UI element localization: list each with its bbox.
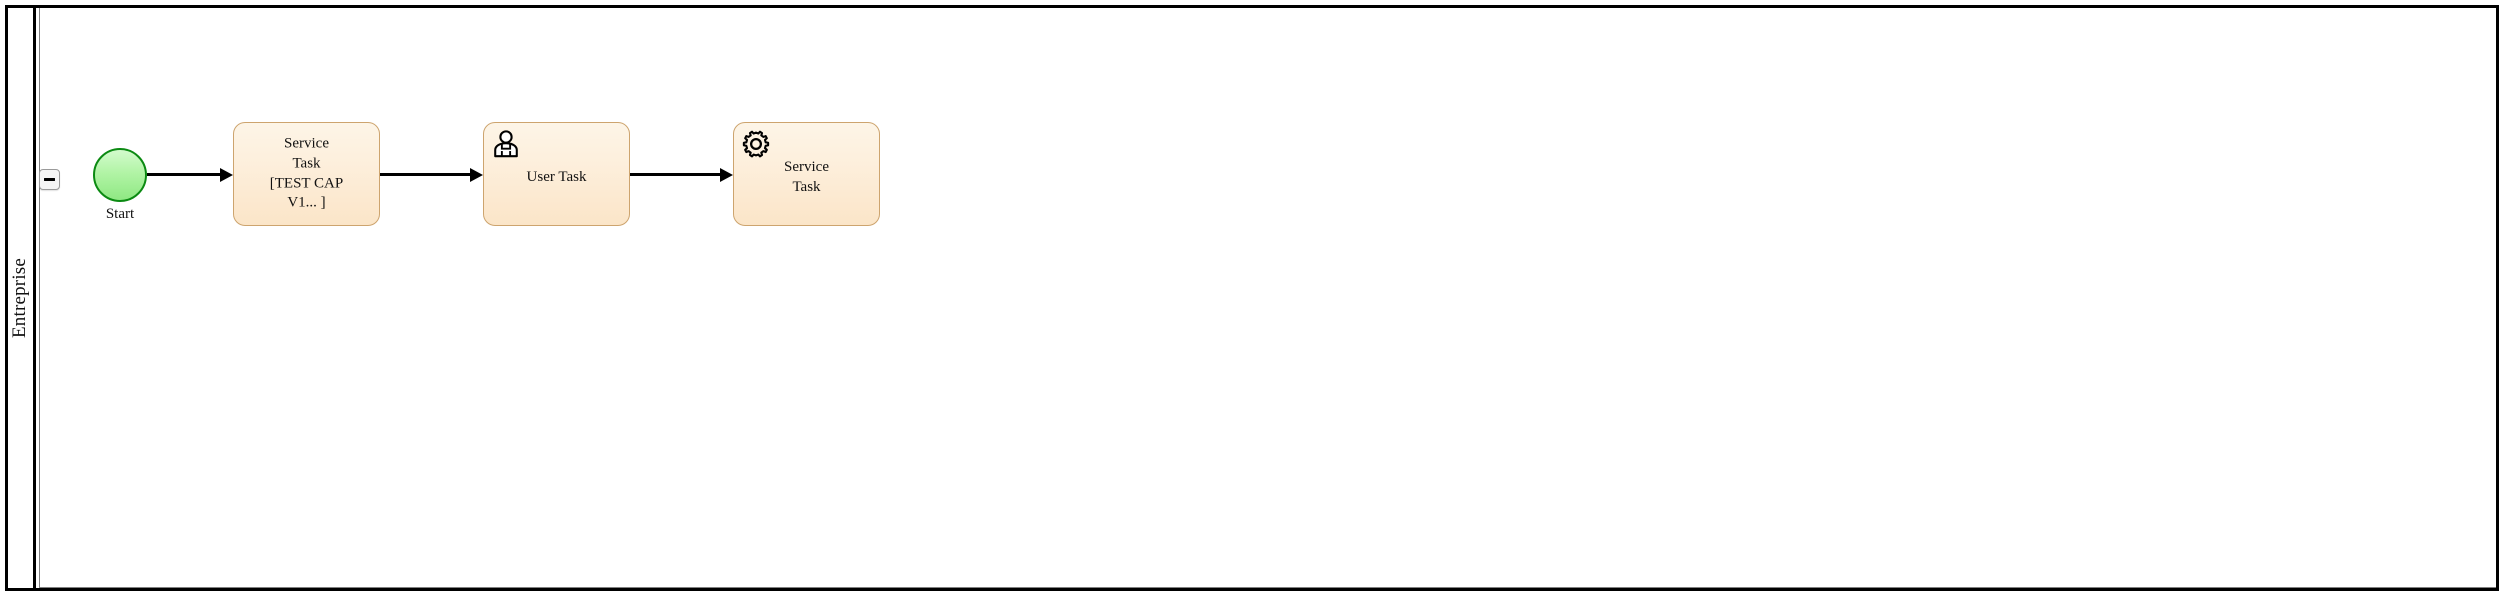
- lane-header[interactable]: Entreprise: [8, 8, 36, 588]
- sequence-flow-2-arrowhead: [470, 168, 483, 182]
- start-event[interactable]: [93, 148, 147, 202]
- task-user-label: User Task: [526, 169, 587, 186]
- lane-collapse-button[interactable]: [39, 169, 60, 190]
- lane-body[interactable]: [39, 8, 2496, 588]
- sequence-flow-2[interactable]: [380, 173, 470, 176]
- sequence-flow-3[interactable]: [630, 173, 720, 176]
- sequence-flow-1-arrowhead: [220, 168, 233, 182]
- sequence-flow-3-arrowhead: [720, 168, 733, 182]
- task-service-2-label: Service Task: [784, 159, 829, 196]
- task-service-2[interactable]: Service Task: [733, 122, 880, 226]
- task-service-1-label: Service Task [TEST CAP V1... ]: [269, 135, 344, 211]
- sequence-flow-1[interactable]: [147, 173, 220, 176]
- minus-icon: [44, 177, 55, 182]
- pool-entreprise[interactable]: Entreprise: [5, 5, 2499, 591]
- task-user[interactable]: User Task: [483, 122, 630, 226]
- start-event-label: Start: [105, 206, 135, 222]
- lane-label: Entreprise: [9, 257, 31, 339]
- task-service-1[interactable]: Service Task [TEST CAP V1... ]: [233, 122, 380, 226]
- user-icon: [491, 129, 521, 159]
- gear-icon: [741, 129, 771, 159]
